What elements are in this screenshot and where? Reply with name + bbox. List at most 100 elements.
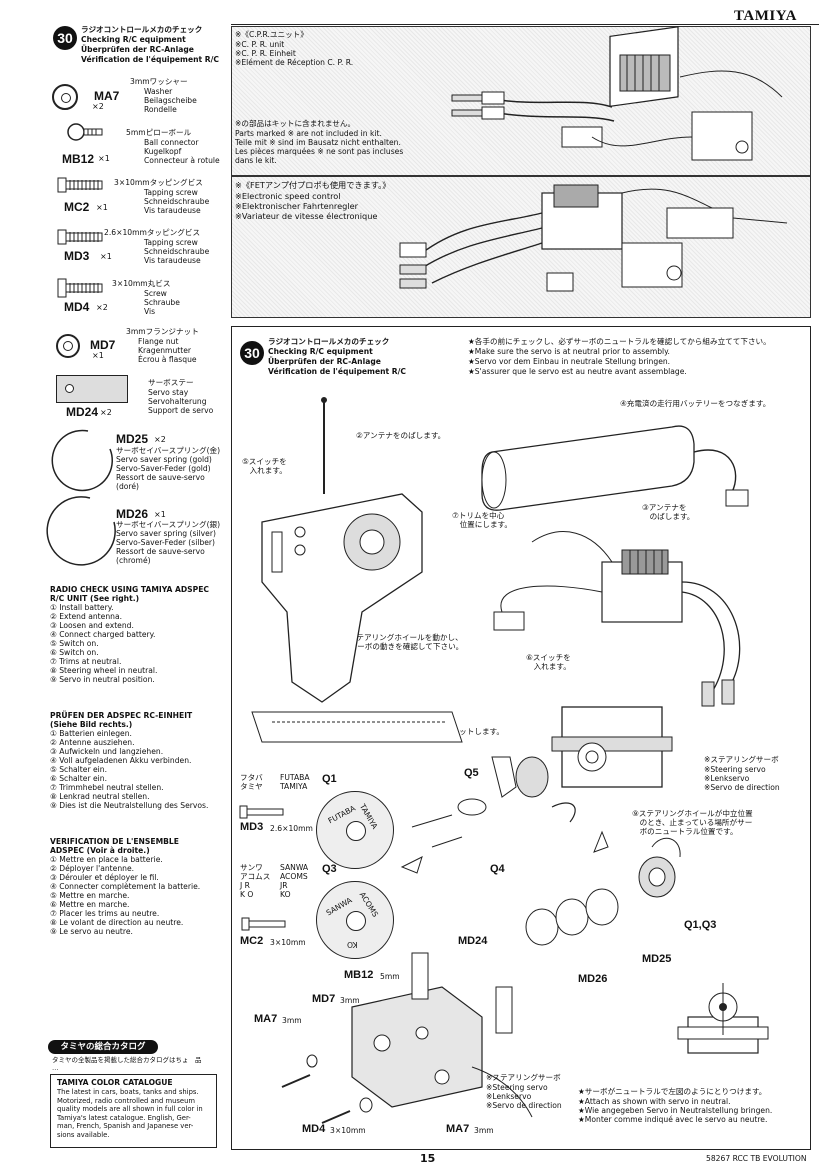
part-code: MD7: [90, 338, 116, 352]
servo-label: ※Steering servo: [704, 765, 766, 774]
catalogue-title: TAMIYA COLOR CATALOGUE: [57, 1078, 173, 1087]
q1-disc: FUTABA TAMIYA: [316, 791, 394, 869]
callout-8: ⑧ステアリングホイールを動かし、 サーボの動きを確認して下さい。: [342, 633, 464, 651]
servo-saver-spring-silver-icon: [46, 496, 116, 566]
check-item: ⑥ Mettre en marche.: [50, 900, 130, 909]
servo-stay-illustration: [281, 952, 533, 1124]
part-name-fr: Rondelle: [144, 105, 177, 114]
callout-9: ⑨ステアリングホイールが中立位置 のとき、止まっている場所がサー ボのニュートラ…: [632, 809, 753, 836]
part-name-fr: Vis: [144, 307, 156, 316]
part-name-de: Schneidschraube: [144, 247, 210, 256]
part-name-en: Tapping screw: [144, 238, 198, 247]
part-name-fr: Support de servo: [148, 406, 214, 415]
note-line: dans le kit.: [235, 156, 277, 165]
part-name-en: Servo stay: [148, 388, 189, 397]
step-title-de: Überprüfen der RC-Anlage: [81, 45, 194, 54]
part-name-de: Servo-Saver-Feder (silber): [116, 538, 216, 547]
md3-label: MD3: [240, 821, 264, 833]
part-name-fr: Connecteur à rotule: [144, 156, 220, 165]
check-item: ③ Aufwickeln und langziehen.: [50, 747, 164, 756]
check-item: ⑤ Switch on.: [50, 639, 99, 648]
check-item: ⑧ Lenkrad neutral stellen.: [50, 792, 150, 801]
check-item: ⑨ Servo in neutral position.: [50, 675, 155, 684]
ball-connector-icon: [67, 123, 103, 141]
fet-line: ※Elektronischer Fahrtenregler: [235, 201, 358, 211]
callout-3: ③アンテナを のばします。: [642, 503, 695, 521]
q5-label: Q5: [464, 767, 479, 779]
part-qty: ×1: [98, 154, 110, 163]
part-qty: ×1: [92, 351, 104, 360]
check-item: ⑦ Trims at neutral.: [50, 657, 122, 666]
servo-stay-icon: [56, 375, 128, 403]
radio-check-de: PRÜFEN DER ADSPEC RC-EINHEIT (Siehe Bild…: [50, 711, 228, 810]
check-item: ⑦ Trimmhebel neutral stellen.: [50, 783, 164, 792]
mc2-size: 3×10mm: [270, 938, 306, 947]
check-item: ② Antenne ausziehen.: [50, 738, 135, 747]
md24-label: MD24: [458, 935, 488, 947]
part-code: MD4: [64, 300, 90, 314]
step-number-badge: 30: [240, 341, 264, 365]
part-name-jp: 2.6×10mmタッピングビス: [104, 228, 201, 237]
instruction-fr: ★S'assurer que le servo est au neutre av…: [468, 367, 687, 376]
futaba-jp: フタバ タミヤ: [240, 773, 263, 791]
part-name-de: Kugelkopf: [144, 147, 182, 156]
servo-label-jp: ※ステアリングサーボ: [704, 755, 779, 764]
part-code: MC2: [64, 200, 90, 214]
md25-label: MD25: [642, 953, 672, 965]
instruction-de: ★Servo vor dem Einbau in neutrale Stellu…: [468, 357, 671, 366]
part-code: MD24: [66, 405, 99, 419]
check-item: ⑤ Mettre en marche.: [50, 891, 130, 900]
catalogue-text: The latest in cars, boats, tanks and shi…: [57, 1088, 203, 1139]
main-step-box: 30 ラジオコントロールメカのチェック Checking R/C equipme…: [231, 326, 811, 1150]
check-item: ④ Connect charged battery.: [50, 630, 156, 639]
part-qty: ×1: [96, 203, 108, 212]
check-item: ④ Connecter complètement la batterie.: [50, 882, 201, 891]
page-number: 15: [420, 1152, 436, 1165]
callout-6: ⑥スイッチを 入れます。: [526, 653, 571, 671]
check-item: ⑥ Schalter ein.: [50, 774, 107, 783]
part-name-en: Washer: [144, 87, 173, 96]
part-name-de: Beilagscheibe: [144, 96, 197, 105]
mb12-size: 5mm: [380, 972, 400, 981]
cpr-unit-panel: ※《C.P.R.ユニット》 ※C. P. R. unit ※C. P. R. E…: [231, 26, 811, 176]
part-name-fr: Ressort de sauve-servo: [116, 547, 205, 556]
check-item: ⑥ Switch on.: [50, 648, 99, 657]
step-title-fr: Vérification de l'équipement R/C: [268, 367, 406, 376]
check-item: ⑧ Steering wheel in neutral.: [50, 666, 158, 675]
callout-4: ④充電済の走行用バッテリーをつなぎます。: [620, 399, 771, 408]
fet-amp-panel: ※《FETアンプ付プロポも使用できます。》 ※Electronic speed …: [231, 176, 811, 318]
catalogue-jp-header: タミヤの総合カタログ: [48, 1040, 158, 1054]
radio-check-en: RADIO CHECK USING TAMIYA ADSPEC R/C UNIT…: [50, 585, 228, 684]
washer-icon: [52, 84, 78, 110]
mb12-label: MB12: [344, 969, 374, 981]
brand-logo: TAMIYA: [734, 8, 798, 24]
q4-label: Q4: [490, 863, 505, 875]
part-name-fr: Vis taraudeuse: [144, 256, 201, 265]
note-line: Teile mit ※ sind im Bausatz nicht enthal…: [235, 138, 401, 147]
servo-label: ※Servo de direction: [704, 783, 780, 792]
tapping-screw-icon: [57, 229, 103, 245]
cpr-title-jp: ※《C.P.R.ユニット》: [235, 30, 308, 39]
check-item: ② Déployer l'antenne.: [50, 864, 135, 873]
part-name-de: Servo-Saver-Feder (gold): [116, 464, 211, 473]
part-name-jp: 3×10mmタッピングビス: [114, 178, 203, 187]
cpr-line: ※Elément de Réception C. P. R.: [235, 58, 354, 67]
callout-2: ②アンテナをのばします。: [356, 431, 446, 440]
md7-size: 3mm: [340, 996, 360, 1005]
part-code: MD25: [116, 432, 149, 446]
servo-label: ※Lenkservo: [704, 774, 750, 783]
screw-icon: [239, 805, 284, 819]
note-line: Parts marked ※ are not included in kit.: [235, 129, 382, 138]
md3-size: 2.6×10mm: [270, 824, 313, 833]
part-name-de: Schraube: [144, 298, 180, 307]
part-name-fr-2: (chromé): [116, 556, 151, 565]
check-item: ③ Dérouler et déployer le fil.: [50, 873, 159, 882]
check-title: PRÜFEN DER ADSPEC RC-EINHEIT (Siehe Bild…: [50, 711, 193, 729]
part-name-jp: サーボステー: [148, 378, 194, 387]
futaba-en: FUTABA TAMIYA: [280, 773, 310, 791]
check-item: ⑨ Dies ist die Neutralstellung des Servo…: [50, 801, 209, 810]
q1q3-label: Q1,Q3: [684, 919, 717, 931]
step-title-jp: ラジオコントロールメカのチェック: [81, 25, 203, 34]
part-name-de: Servohalterung: [148, 397, 207, 406]
cpr-unit-illustration: [451, 26, 783, 161]
